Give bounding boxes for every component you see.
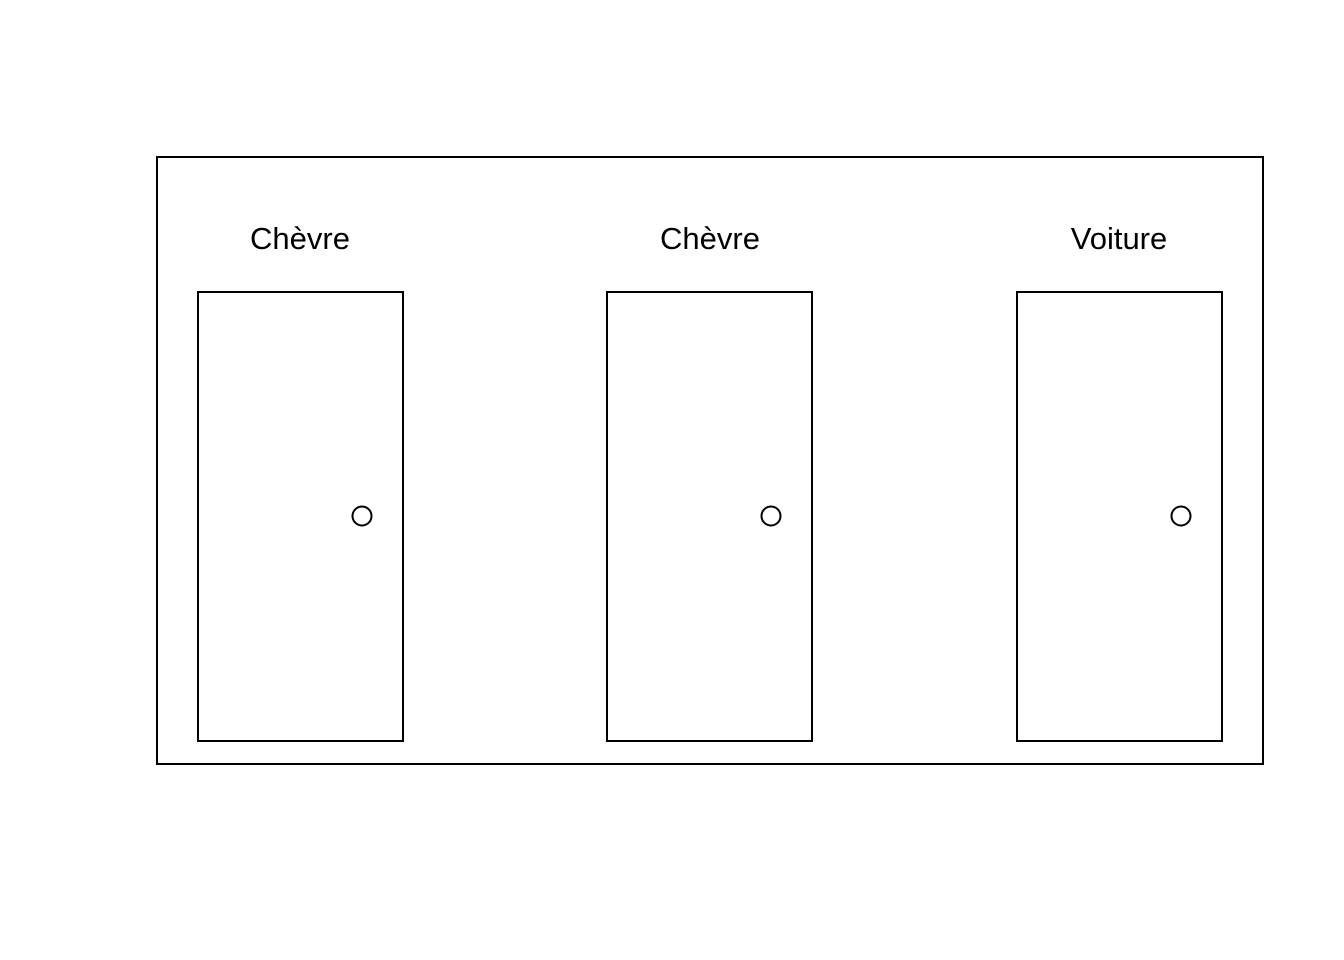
door-1-knob	[351, 505, 373, 527]
door-2-panel	[606, 291, 813, 742]
door-1: Chèvre	[197, 221, 404, 742]
door-3-panel	[1016, 291, 1223, 742]
door-2-knob	[760, 505, 782, 527]
door-2: Chèvre	[606, 221, 813, 742]
door-1-label: Chèvre	[250, 221, 350, 256]
door-3-knob	[1170, 505, 1192, 527]
door-2-label: Chèvre	[660, 221, 760, 256]
outer-frame	[156, 156, 1264, 765]
door-1-panel	[197, 291, 404, 742]
door-3-label: Voiture	[1071, 221, 1168, 256]
door-3: Voiture	[1016, 221, 1223, 742]
